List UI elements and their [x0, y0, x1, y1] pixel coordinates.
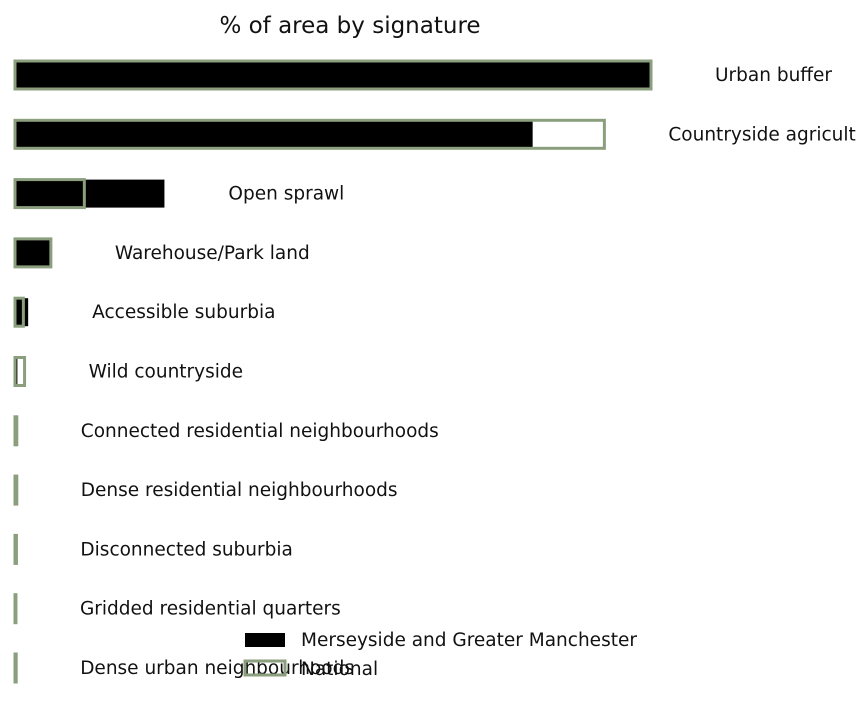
bar-national [13, 237, 53, 269]
bar-regional [15, 238, 51, 267]
bar-national [13, 593, 18, 625]
bar-national [13, 118, 606, 150]
category-label: Dense residential neighbourhoods [81, 480, 398, 501]
bar-regional [15, 61, 651, 89]
category-label: Warehouse/Park land [115, 243, 310, 264]
bar-national [13, 356, 27, 387]
category-label: Wild countryside [89, 362, 243, 383]
legend-label-regional: Merseyside and Greater Manchester [301, 630, 637, 651]
bar-national [13, 652, 18, 684]
category-label: Gridded residential quarters [80, 599, 341, 620]
bar-national [13, 59, 653, 91]
bar-national [13, 178, 86, 210]
bar-national [13, 296, 25, 328]
bar-regional [15, 298, 29, 327]
bar-national [13, 533, 18, 565]
bars-group [13, 59, 653, 684]
category-label: Countryside agriculture [668, 124, 857, 145]
category-label: Open sprawl [228, 184, 344, 205]
legend-swatch-regional [245, 633, 285, 647]
bar-regional [15, 120, 533, 149]
legend-swatch-national [243, 659, 287, 677]
category-label: Urban buffer [715, 65, 832, 86]
bar-national [13, 415, 19, 447]
category-label: Connected residential neighbourhoods [81, 421, 439, 442]
category-label: Accessible suburbia [92, 302, 275, 323]
legend: Merseyside and Greater ManchesterNationa… [243, 630, 637, 680]
category-label: Disconnected suburbia [80, 539, 292, 560]
chart-title: % of area by signature [219, 13, 480, 39]
legend-label-national: National [301, 659, 378, 680]
bar-regional [15, 179, 165, 208]
bar-national [13, 474, 19, 506]
